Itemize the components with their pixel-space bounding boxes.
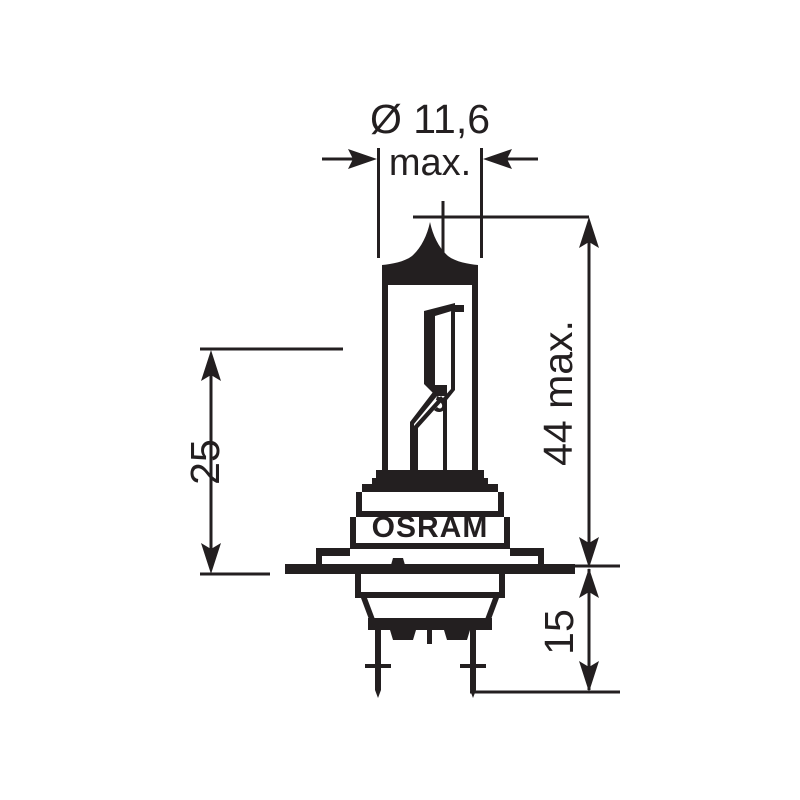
lamp-base-px26d: [285, 484, 575, 698]
pin-left-marker: [365, 664, 391, 668]
taper-right: [484, 598, 499, 622]
diameter-extension-line-right: [480, 148, 483, 258]
taper-left: [361, 598, 376, 622]
cap-divider-line: [356, 511, 504, 517]
overall-height-arrow-top: [579, 217, 599, 248]
lower-body-divider: [355, 592, 505, 598]
diameter-extension-line-left: [377, 148, 380, 258]
base-bottom-contour: [368, 618, 492, 644]
filament-shield: [424, 303, 455, 396]
filament-height-label: 25: [182, 439, 228, 485]
glass-wall-left: [382, 283, 388, 470]
bulb-dome-tip: [382, 222, 478, 285]
diameter-max-label: max.: [389, 142, 471, 184]
lead-wire-right: [443, 305, 464, 470]
diameter-dimension-group: Ø 11,6 max.: [322, 96, 538, 258]
overall-height-dimension-group: 44 max.: [535, 217, 599, 568]
pinch-seal: [376, 470, 484, 478]
lower-body-right-wall: [499, 574, 505, 596]
cap-top-edge: [362, 484, 498, 492]
brand-band-bottom: [350, 543, 510, 549]
seal-shoulder: [372, 478, 488, 484]
filament-loop-detail: [434, 396, 446, 413]
diameter-arrow-left: [348, 149, 377, 169]
bulb-glass-envelope: [372, 222, 488, 484]
diameter-value-label: Ø 11,6: [370, 96, 490, 142]
overall-height-label: 44 max.: [535, 320, 581, 466]
filament-coil: [414, 396, 444, 470]
osram-brand-label: OSRAM: [372, 511, 489, 544]
base-height-label: 15: [536, 609, 582, 655]
flange-shoulder-left: [316, 548, 350, 556]
filament-height-arrow-bottom: [201, 543, 221, 574]
filament-assembly: [410, 303, 464, 470]
flange-shoulder-right: [510, 548, 544, 556]
base-height-arrow-top: [579, 568, 599, 598]
lower-body-left-wall: [355, 574, 361, 596]
brand-band-left-wall: [350, 517, 356, 545]
cap-left-wall-upper: [356, 492, 362, 516]
brand-band-right-wall: [504, 517, 510, 545]
diameter-arrow-right: [483, 149, 512, 169]
filament-height-dimension-group: 25: [182, 347, 343, 576]
reference-flange-plate: [285, 564, 575, 574]
lead-wire-left: [410, 392, 437, 470]
glass-wall-right: [472, 283, 478, 470]
flange-locating-nub: [391, 558, 405, 565]
overall-height-arrow-bottom: [579, 537, 599, 568]
base-height-arrow-bottom: [579, 661, 599, 692]
filament-height-arrow-top: [201, 350, 221, 381]
cap-right-wall-upper: [498, 492, 504, 516]
base-height-dimension-group: 15: [470, 564, 620, 694]
pin-right-marker: [460, 664, 486, 668]
centerline-cross-marker: [413, 201, 589, 255]
